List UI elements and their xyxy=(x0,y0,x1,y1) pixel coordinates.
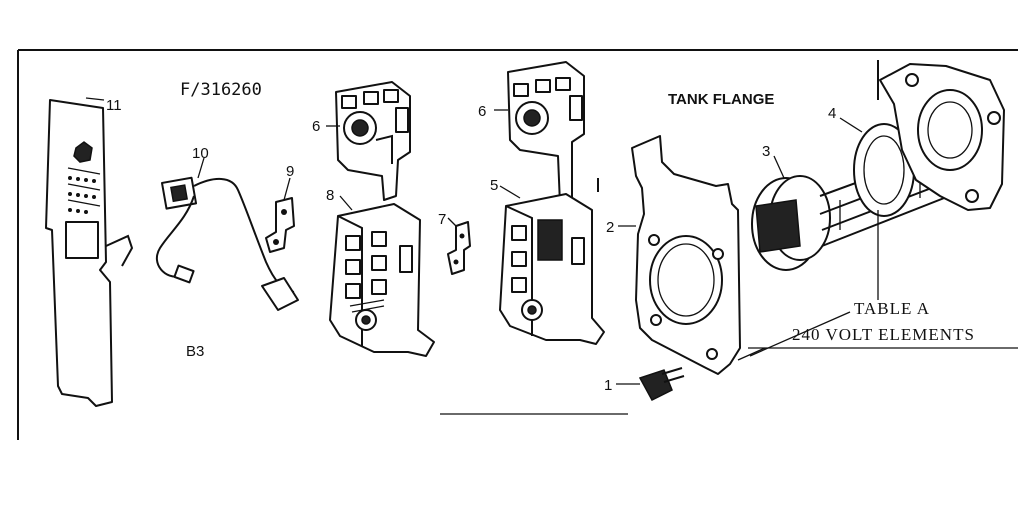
section-code-label: B3 xyxy=(186,343,204,360)
wired-switch-part xyxy=(155,176,299,311)
cover-plate-part xyxy=(45,99,134,407)
callout-3: 3 xyxy=(762,143,770,160)
tank-flange-housing xyxy=(877,60,1005,211)
table-a-label: TABLE A xyxy=(854,299,930,318)
heating-element-part xyxy=(751,133,995,271)
callout-1: 1 xyxy=(604,377,612,394)
callout-8: 8 xyxy=(326,187,334,204)
callout-6-right: 6 xyxy=(478,103,486,120)
clip-part-7 xyxy=(447,221,471,275)
upper-thermostat-right xyxy=(507,61,599,205)
tank-flange-gasket xyxy=(631,135,741,375)
callout-10: 10 xyxy=(192,145,209,162)
callout-5: 5 xyxy=(490,177,498,194)
lower-thermostat-part xyxy=(329,203,435,357)
bracket-part-9 xyxy=(265,197,295,253)
callout-9: 9 xyxy=(286,163,294,180)
callout-7: 7 xyxy=(438,211,446,228)
volt-elements-label: 240 VOLT ELEMENTS xyxy=(792,325,975,344)
callout-6-left: 6 xyxy=(312,118,320,135)
upper-thermostat-left xyxy=(335,81,411,201)
label-dots xyxy=(68,176,96,214)
model-number-label: F/316260 xyxy=(180,80,262,100)
lower-thermostat-right xyxy=(499,193,605,345)
callout-4: 4 xyxy=(828,105,836,122)
callout-11: 11 xyxy=(106,97,122,114)
leader-lines xyxy=(85,97,879,385)
callout-2: 2 xyxy=(606,219,614,236)
tank-flange-label: TANK FLANGE xyxy=(668,91,774,108)
flange-bolt-part xyxy=(638,367,685,401)
diagram-frame xyxy=(17,49,1018,440)
